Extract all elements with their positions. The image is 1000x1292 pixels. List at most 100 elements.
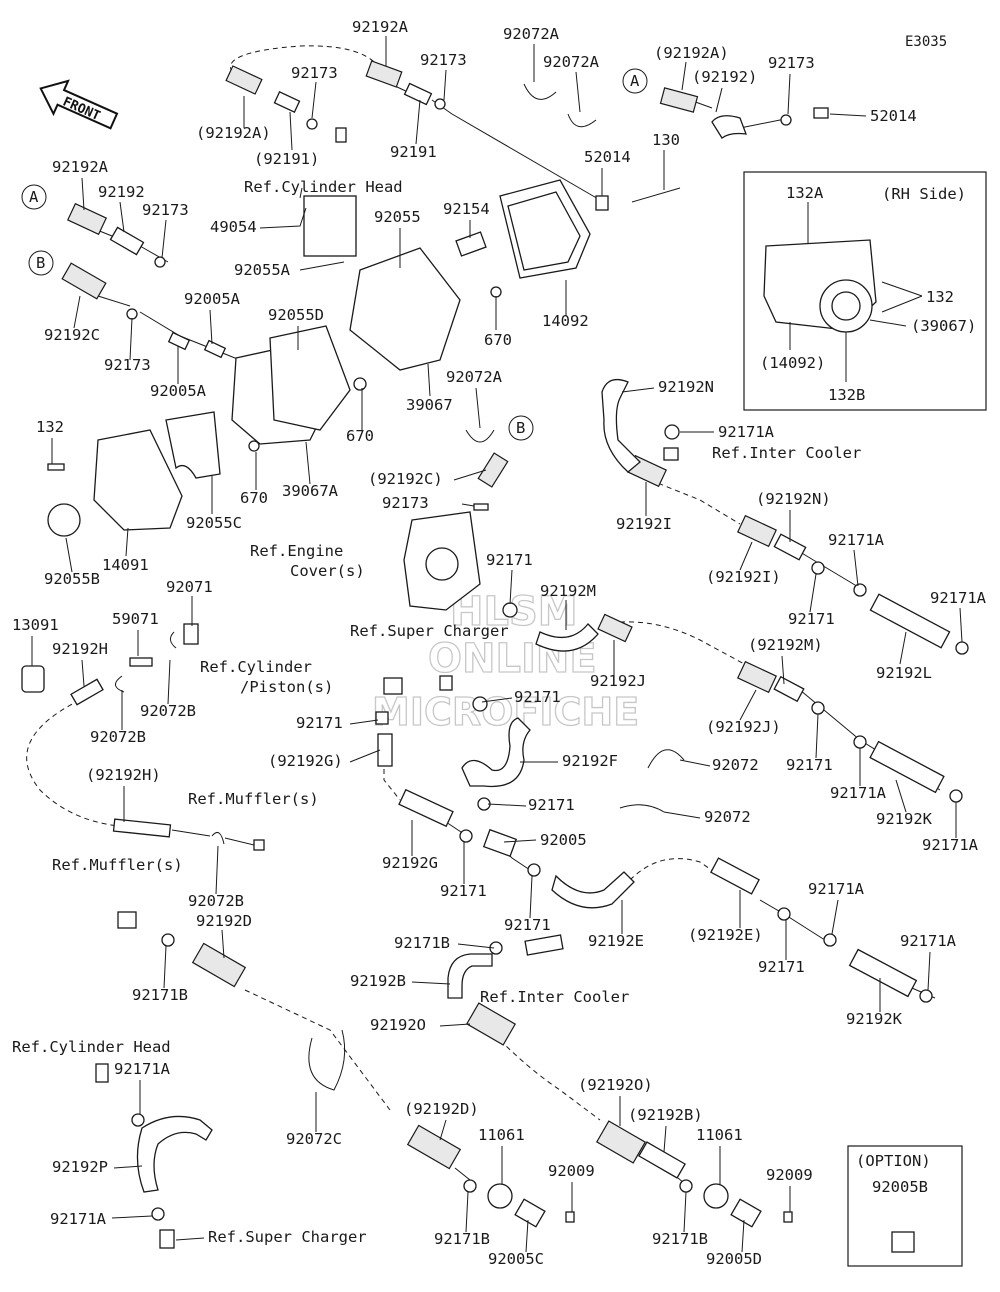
part-label: 92192P bbox=[52, 1158, 108, 1176]
part-label: (92192N) bbox=[756, 490, 831, 508]
part-label: Ref.Super Charger bbox=[350, 622, 509, 640]
part-label: Ref.Muffler(s) bbox=[52, 856, 183, 874]
part-label: 92192 bbox=[98, 183, 145, 201]
part-label: 132 bbox=[926, 288, 954, 306]
part-label: 92192K bbox=[876, 810, 933, 828]
part-label: Ref.Cylinder Head bbox=[244, 178, 403, 196]
part-label: 92171 bbox=[486, 551, 533, 569]
part-label: 92171 bbox=[514, 688, 561, 706]
part-label: 92192B bbox=[350, 972, 406, 990]
diagram-code: E3035 bbox=[905, 34, 947, 50]
part-number-labels: 92192A 92173 92173 92072A 92072A (92192A… bbox=[12, 18, 987, 1268]
part-label: Ref.Inter Cooler bbox=[712, 444, 861, 462]
part-label: 11061 bbox=[478, 1126, 525, 1144]
part-label: (92192O) bbox=[578, 1076, 653, 1094]
part-label: 92171 bbox=[504, 916, 551, 934]
part-label: 52014 bbox=[870, 107, 917, 125]
part-label: 92072A bbox=[503, 25, 560, 43]
part-label: 92171A bbox=[114, 1060, 171, 1078]
part-label: 670 bbox=[240, 489, 268, 507]
part-label: 92171 bbox=[786, 756, 833, 774]
inset-rh-side: (RH Side) 132A 132 (39067) (14092) 132B bbox=[743, 171, 987, 411]
part-label: 92192C bbox=[44, 326, 100, 344]
part-label: 92005B bbox=[872, 1178, 928, 1196]
part-label: 92173 bbox=[420, 51, 467, 69]
coil-spring-icon bbox=[66, 60, 778, 1164]
part-label: 92171B bbox=[434, 1230, 490, 1248]
callout-markers: A A B B bbox=[21, 68, 648, 441]
option-box: (OPTION) 92005B bbox=[847, 1145, 963, 1267]
part-label: B bbox=[36, 254, 45, 272]
straight-hose-icon bbox=[70, 82, 951, 1179]
part-label: 92171A bbox=[828, 531, 885, 549]
part-label: (OPTION) bbox=[856, 1152, 931, 1170]
part-label: 92072A bbox=[543, 53, 600, 71]
part-label: (92192J) bbox=[706, 718, 781, 736]
part-label: 92171B bbox=[394, 934, 450, 952]
part-label: 92072B bbox=[188, 892, 244, 910]
part-label: Ref.Engine bbox=[250, 542, 343, 560]
part-label: 92005D bbox=[706, 1250, 762, 1268]
part-label: 92072 bbox=[704, 808, 751, 826]
part-label: 92173 bbox=[768, 54, 815, 72]
part-label: (92192C) bbox=[368, 470, 443, 488]
part-label: 92192I bbox=[616, 515, 672, 533]
part-label: 92171 bbox=[528, 796, 575, 814]
part-label: 92192D bbox=[196, 912, 252, 930]
part-label: 92171A bbox=[900, 932, 957, 950]
part-label: 670 bbox=[346, 427, 374, 445]
part-label: Ref.Cylinder bbox=[200, 658, 312, 676]
valve-cover-icon bbox=[47, 179, 591, 611]
fitting-icon bbox=[21, 98, 969, 1249]
part-label: (92192D) bbox=[404, 1100, 479, 1118]
part-label: 92192O bbox=[370, 1016, 426, 1034]
part-label: Ref.Cylinder Head bbox=[12, 1038, 171, 1056]
part-label: (92192I) bbox=[706, 568, 781, 586]
part-label: 92055C bbox=[186, 514, 242, 532]
part-label: B bbox=[516, 419, 525, 437]
part-label: 132B bbox=[828, 386, 865, 404]
part-label: 92192A bbox=[352, 18, 409, 36]
part-label: 92192L bbox=[876, 664, 932, 682]
part-label: 92171 bbox=[440, 882, 487, 900]
part-label: (92192G) bbox=[268, 752, 343, 770]
part-label: 92055A bbox=[234, 261, 291, 279]
part-label: 92005A bbox=[150, 382, 207, 400]
part-label: 92171 bbox=[296, 714, 343, 732]
part-label: 92171A bbox=[830, 784, 887, 802]
part-label: 92071 bbox=[166, 578, 213, 596]
part-label: /Piston(s) bbox=[240, 678, 333, 696]
part-label: 92173 bbox=[104, 356, 151, 374]
part-label: 92171 bbox=[758, 958, 805, 976]
part-label: 92191 bbox=[390, 143, 437, 161]
part-label: 132 bbox=[36, 418, 64, 436]
reference-labels: Ref.Cylinder Head Ref.Inter Cooler Ref.E… bbox=[12, 178, 861, 1246]
part-label: A bbox=[630, 72, 640, 90]
part-label: 11061 bbox=[696, 1126, 743, 1144]
part-label: Cover(s) bbox=[290, 562, 365, 580]
part-label: 92055 bbox=[374, 208, 421, 226]
part-label: MICROFICHE bbox=[372, 690, 639, 734]
part-label: 92171A bbox=[808, 880, 865, 898]
part-label: 92009 bbox=[766, 1166, 813, 1184]
part-label: (92191) bbox=[254, 150, 319, 168]
part-label: Ref.Inter Cooler bbox=[480, 988, 629, 1006]
part-label: 92171 bbox=[788, 610, 835, 628]
part-label: (92192E) bbox=[688, 926, 763, 944]
part-label: 13091 bbox=[12, 616, 59, 634]
part-label: 92154 bbox=[443, 200, 490, 218]
part-label: (RH Side) bbox=[882, 185, 966, 203]
part-label: 92171A bbox=[718, 423, 775, 441]
part-label: (92192) bbox=[692, 68, 757, 86]
part-label: 92072C bbox=[286, 1130, 342, 1148]
part-label: 92171A bbox=[922, 836, 979, 854]
part-label: 92005A bbox=[184, 290, 241, 308]
part-label: 132A bbox=[786, 184, 824, 202]
part-label: 670 bbox=[484, 331, 512, 349]
part-label: 92005C bbox=[488, 1250, 544, 1268]
part-label: (39067) bbox=[911, 317, 976, 335]
part-label: 92192M bbox=[540, 582, 596, 600]
part-label: 92072B bbox=[90, 728, 146, 746]
leader-lines bbox=[31, 36, 963, 1253]
